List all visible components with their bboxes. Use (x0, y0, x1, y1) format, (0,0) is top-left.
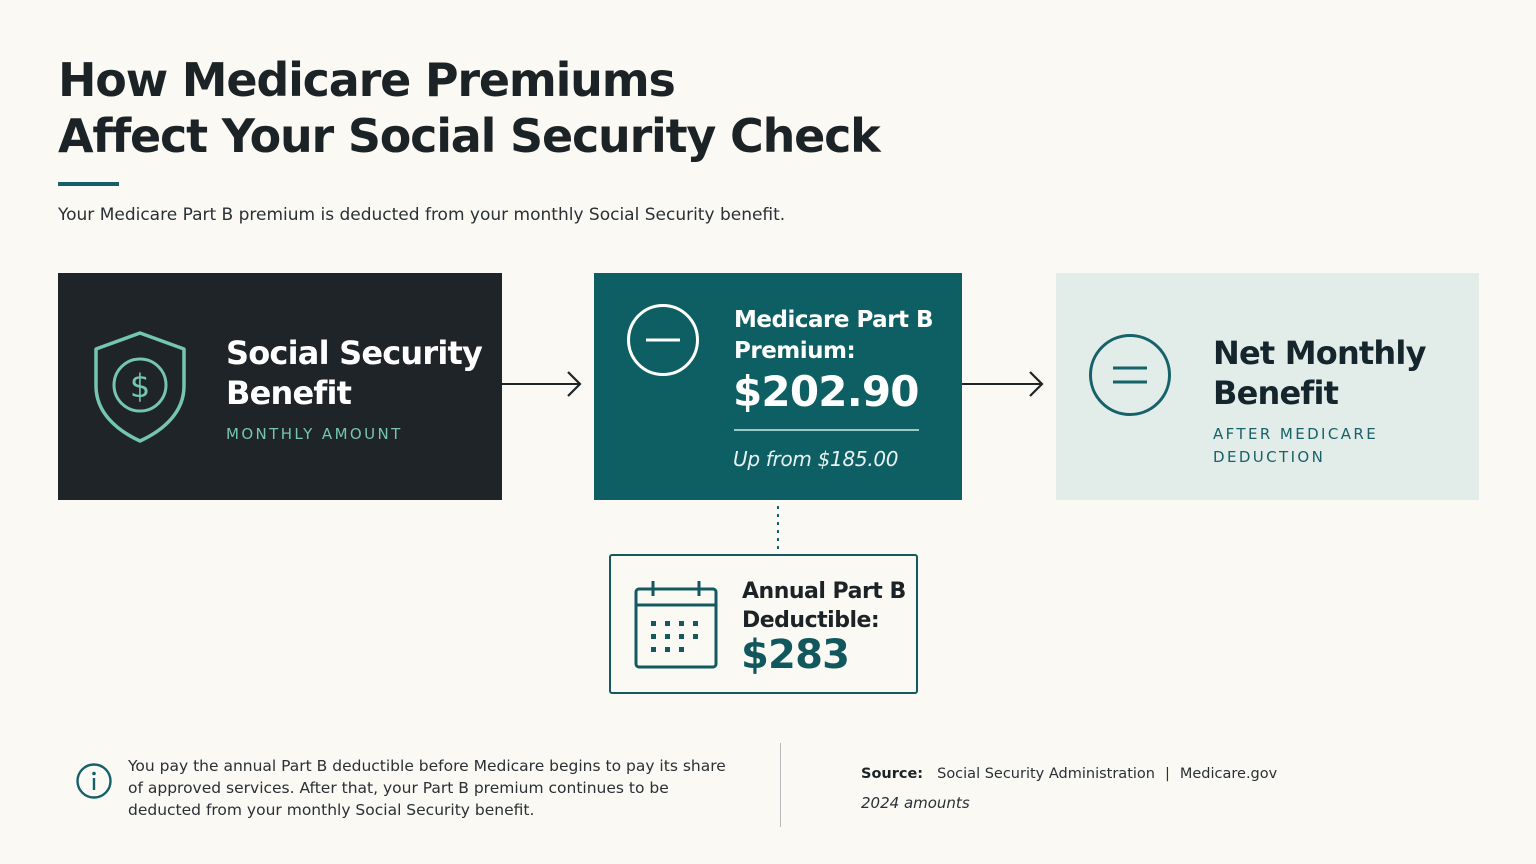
deductible-label: Annual Part B Deductible: (742, 579, 906, 633)
equals-circle-icon (1088, 333, 1172, 417)
page-title-line-2: Affect Your Social Security Check (58, 109, 881, 163)
premium-previous-amount: Up from $185.00 (733, 447, 899, 471)
source-line: Source: Social Security Administration | Me… (861, 766, 1277, 782)
footer-note: You pay the annual Part B deductible bef… (128, 757, 726, 819)
minus-circle-icon (626, 303, 700, 377)
page-title: How Medicare Premiums Affect Your Social… (58, 52, 881, 164)
net-benefit-card: Net Monthly Benefit AFTER MEDICARE DEDUC… (1056, 273, 1479, 500)
source-year-note: 2024 amounts (861, 794, 970, 812)
svg-text:$: $ (130, 367, 150, 405)
source-medicare: Medicare.gov (1179, 766, 1278, 782)
premium-divider (734, 429, 919, 431)
social-security-subheading: MONTHLY AMOUNT (226, 425, 403, 443)
title-accent-rule (58, 182, 119, 186)
premium-amount: $202.90 (733, 367, 920, 416)
social-security-card: $ Social Security Benefit MONTHLY AMOUNT (58, 273, 502, 500)
info-icon (75, 762, 113, 804)
deductible-amount: $283 (741, 632, 850, 678)
shield-dollar-icon: $ (92, 330, 188, 444)
arrow-right-icon (502, 370, 584, 398)
source-ssa: Social Security Administration (937, 766, 1155, 782)
premium-label: Medicare Part B Premium: (734, 307, 934, 364)
deductible-card: Annual Part B Deductible: $283 (609, 554, 918, 694)
page-subtitle: Your Medicare Part B premium is deducted… (58, 205, 786, 225)
source-label: Source: (861, 766, 924, 782)
dotted-connector (776, 506, 780, 552)
source-separator: | (1164, 766, 1170, 782)
net-benefit-subheading: AFTER MEDICARE DEDUCTION (1213, 425, 1379, 466)
arrow-right-icon (962, 370, 1046, 398)
social-security-heading: Social Security Benefit (226, 334, 483, 412)
premium-card: Medicare Part B Premium: $202.90 Up from… (594, 273, 962, 500)
net-benefit-heading: Net Monthly Benefit (1213, 334, 1426, 412)
calendar-icon (634, 579, 718, 671)
footer-divider (780, 743, 781, 827)
page-title-line-1: How Medicare Premiums (58, 53, 676, 107)
